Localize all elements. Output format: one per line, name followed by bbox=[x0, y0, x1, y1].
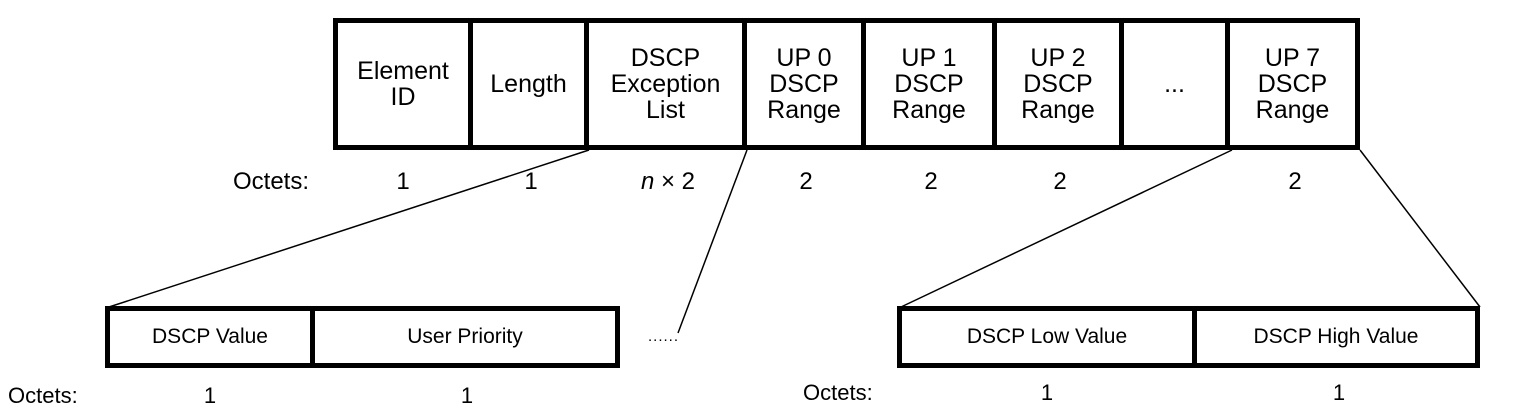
octet-count-up0: 2 bbox=[799, 168, 813, 195]
field-ellipsis-label: ... bbox=[1164, 70, 1185, 98]
field-up0-dscp-range-label: UP 0 DSCP Range bbox=[767, 44, 841, 124]
field-up2-dscp-range: UP 2 DSCP Range bbox=[997, 18, 1124, 150]
element-format-row: Element ID Length DSCP Exception List UP… bbox=[333, 18, 1360, 150]
octet-count-n-rest: × 2 bbox=[654, 168, 696, 195]
field-dscp-low-value-label: DSCP Low Value bbox=[966, 325, 1128, 348]
field-user-priority: User Priority bbox=[315, 306, 620, 368]
octet-count-dscp-exception-list: n × 2 bbox=[623, 168, 713, 196]
field-element-id-label: Element ID bbox=[357, 57, 449, 111]
field-dscp-exception-list: DSCP Exception List bbox=[589, 18, 747, 150]
field-up7-dscp-range-label: UP 7 DSCP Range bbox=[1255, 44, 1330, 124]
octet-count-dscp-value: 1 bbox=[203, 383, 217, 408]
field-length: Length bbox=[473, 18, 589, 150]
octet-count-dscp-high-value: 1 bbox=[1332, 380, 1346, 405]
field-length-label: Length bbox=[490, 70, 567, 98]
field-dscp-high-value-label: DSCP High Value bbox=[1253, 325, 1419, 348]
octet-count-up2: 2 bbox=[1053, 168, 1067, 195]
octet-count-user-priority: 1 bbox=[460, 383, 474, 408]
octet-count-n-italic: n bbox=[640, 168, 655, 195]
octet-count-element-id: 1 bbox=[396, 168, 410, 195]
field-up2-dscp-range-label: UP 2 DSCP Range bbox=[1021, 44, 1095, 124]
repetition-ellipsis: ...... bbox=[648, 328, 680, 345]
field-user-priority-label: User Priority bbox=[407, 325, 523, 348]
octet-count-up7: 2 bbox=[1288, 168, 1302, 195]
octet-count-dscp-low-value: 1 bbox=[1040, 380, 1054, 405]
octet-count-length: 1 bbox=[524, 168, 538, 195]
field-up0-dscp-range: UP 0 DSCP Range bbox=[747, 18, 866, 150]
octets-label-lower-left: Octets: bbox=[8, 383, 78, 408]
field-up1-dscp-range: UP 1 DSCP Range bbox=[866, 18, 997, 150]
field-element-id: Element ID bbox=[333, 18, 473, 150]
field-up7-dscp-range: UP 7 DSCP Range bbox=[1230, 18, 1360, 150]
octets-label-top: Octets: bbox=[233, 168, 310, 195]
dscp-exception-detail-row: DSCP Value User Priority bbox=[105, 306, 620, 368]
field-dscp-value: DSCP Value bbox=[105, 306, 315, 368]
octet-count-up1: 2 bbox=[924, 168, 938, 195]
field-dscp-value-label: DSCP Value bbox=[152, 325, 268, 348]
field-dscp-high-value: DSCP High Value bbox=[1197, 306, 1480, 368]
field-dscp-exception-list-label: DSCP Exception List bbox=[610, 44, 721, 124]
octets-label-lower-right: Octets: bbox=[803, 380, 873, 405]
field-ellipsis: ... bbox=[1124, 18, 1230, 150]
field-up1-dscp-range-label: UP 1 DSCP Range bbox=[892, 44, 966, 124]
field-dscp-low-value: DSCP Low Value bbox=[897, 306, 1197, 368]
connector-up7-right bbox=[1359, 149, 1481, 308]
up-dscp-range-detail-row: DSCP Low Value DSCP High Value bbox=[897, 306, 1480, 368]
